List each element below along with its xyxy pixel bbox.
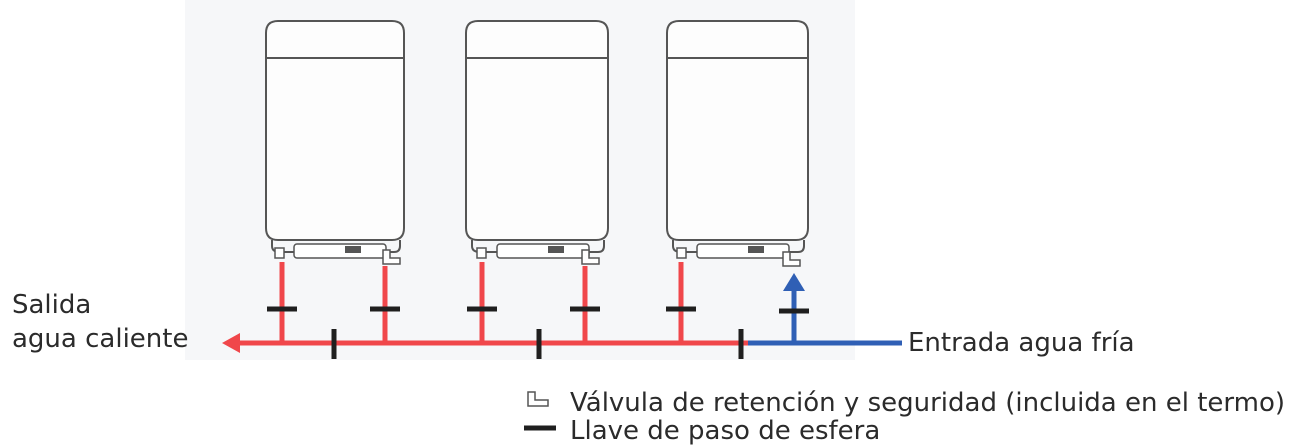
ball-valves	[267, 306, 809, 359]
hot-water-pipes	[236, 262, 750, 346]
legend-check-valve-icon	[527, 391, 549, 407]
water-heater-1	[265, 20, 405, 265]
water-heater-3	[666, 20, 809, 267]
water-heater-2	[465, 20, 609, 265]
hot-water-outlet-label-line2: agua caliente	[12, 324, 189, 354]
cold-water-inlet-label: Entrada agua fría	[908, 328, 1135, 358]
legend-check-valve-label: Válvula de retención y seguridad (inclui…	[570, 388, 1286, 418]
cold-inlet-arrow-up	[783, 273, 805, 291]
check-valve-icon	[581, 249, 600, 265]
check-valve-icon	[382, 249, 401, 265]
legend-ball-valve-label: Llave de paso de esfera	[570, 416, 881, 446]
hot-outlet-arrow	[222, 333, 240, 353]
cold-water-pipes	[748, 286, 902, 346]
hot-water-outlet-label-line1: Salida	[12, 290, 92, 320]
hot-water-outlet-label: Salida agua caliente	[12, 288, 188, 356]
check-valve-icon	[782, 251, 801, 267]
